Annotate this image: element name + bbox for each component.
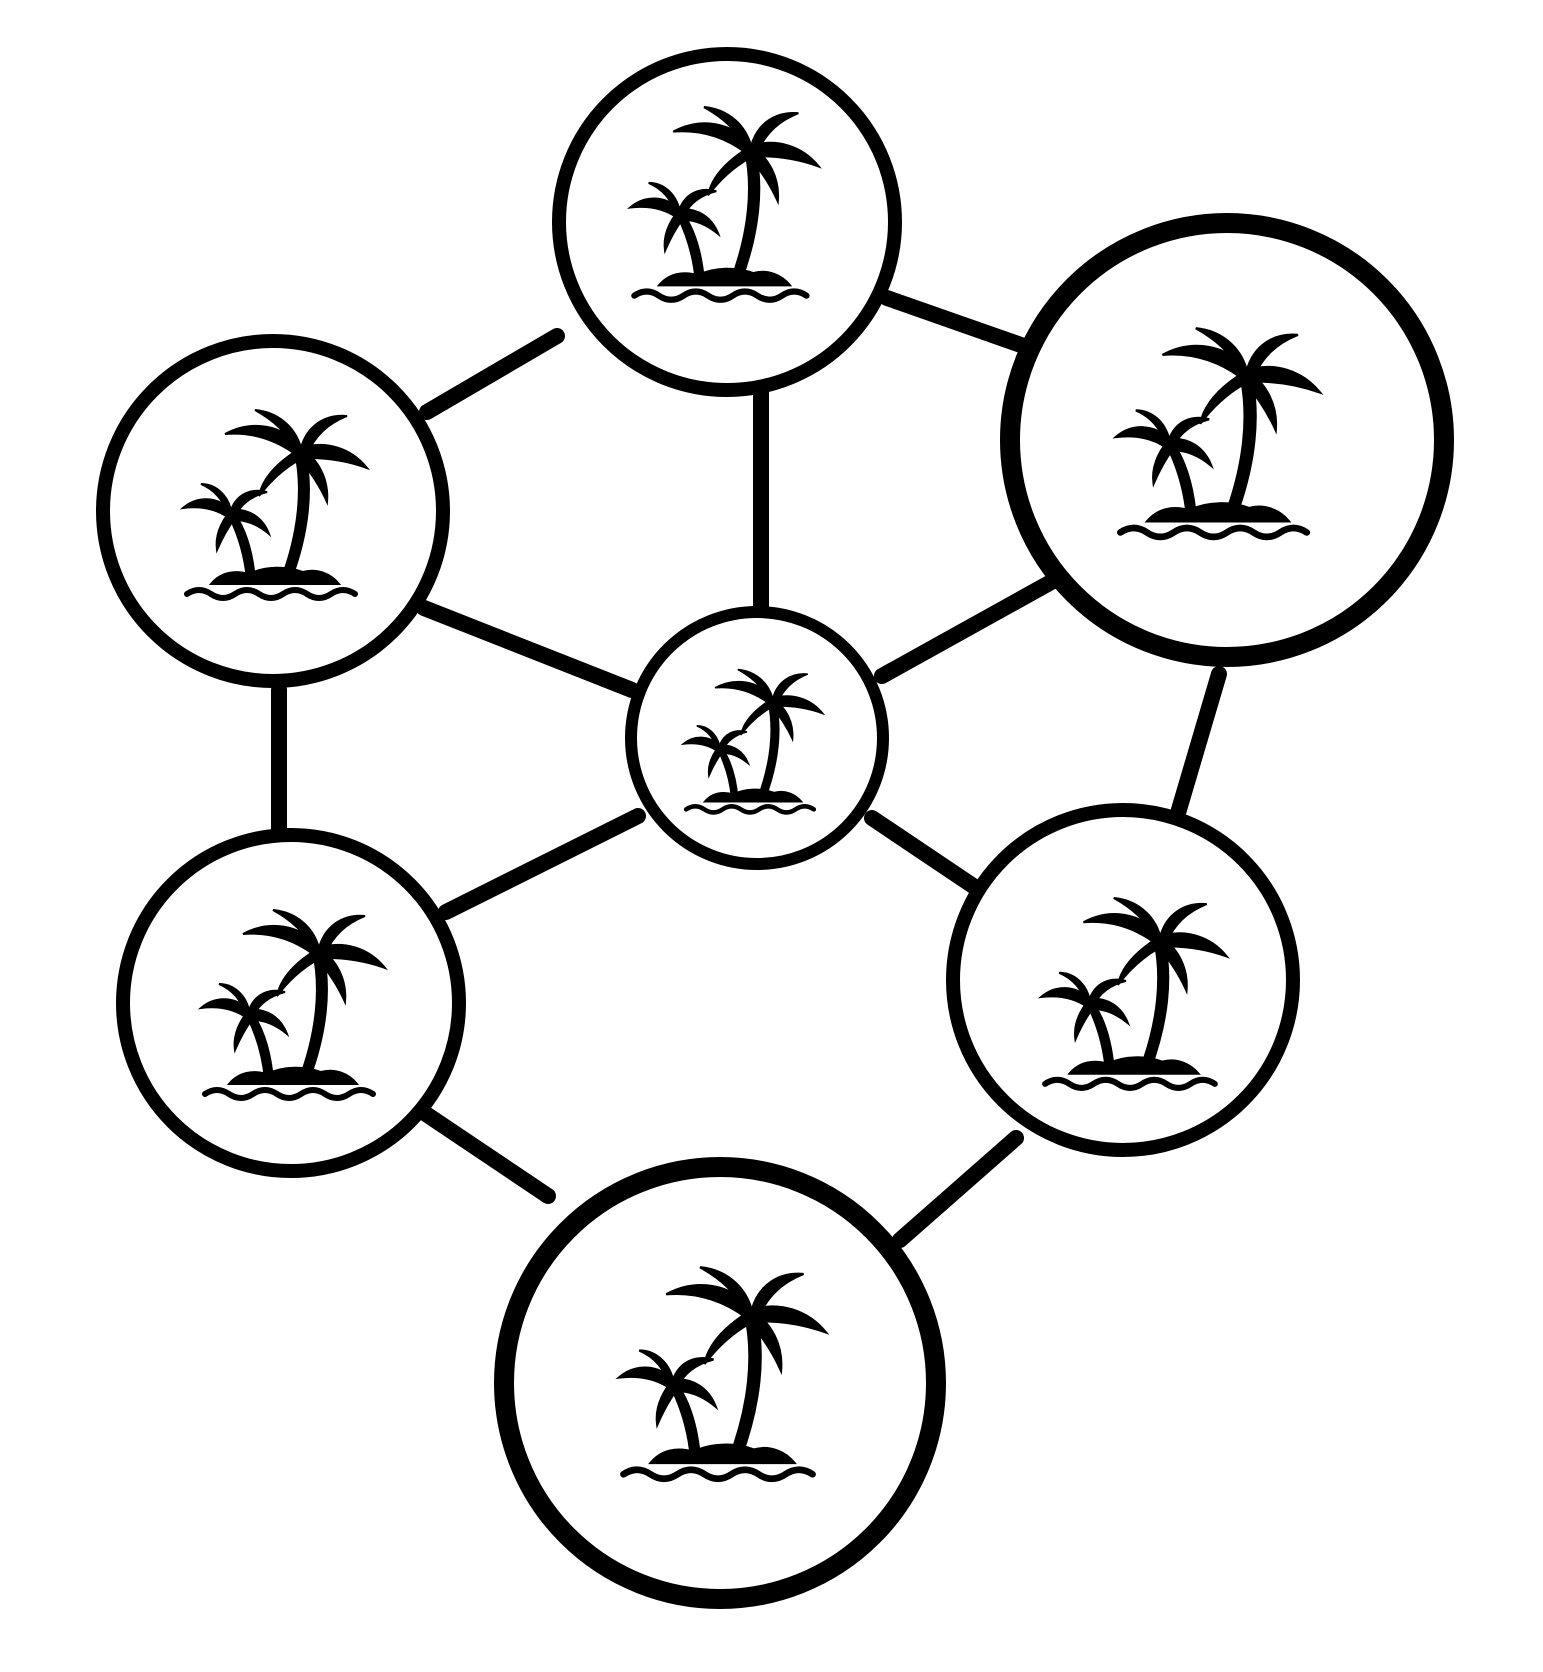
network-nodes <box>96 47 1454 1609</box>
node-right-upper <box>1000 213 1454 667</box>
edge-right-upper-center <box>874 558 1088 684</box>
node-right-lower <box>946 803 1300 1157</box>
edge-left-lower-bottom <box>418 1106 556 1204</box>
edge-center-left-lower <box>438 808 646 920</box>
edge-right-lower-bottom <box>892 1130 1024 1248</box>
node-center <box>625 606 889 870</box>
node-left-lower <box>116 828 466 1178</box>
node-top <box>552 47 902 397</box>
node-left-upper <box>96 334 450 688</box>
node-bottom <box>494 1157 946 1609</box>
edge-left-upper-center <box>416 600 640 698</box>
network-edges <box>271 290 1227 1248</box>
edge-top-left-upper <box>419 328 565 420</box>
edge-right-upper-right-lower <box>1165 666 1227 838</box>
